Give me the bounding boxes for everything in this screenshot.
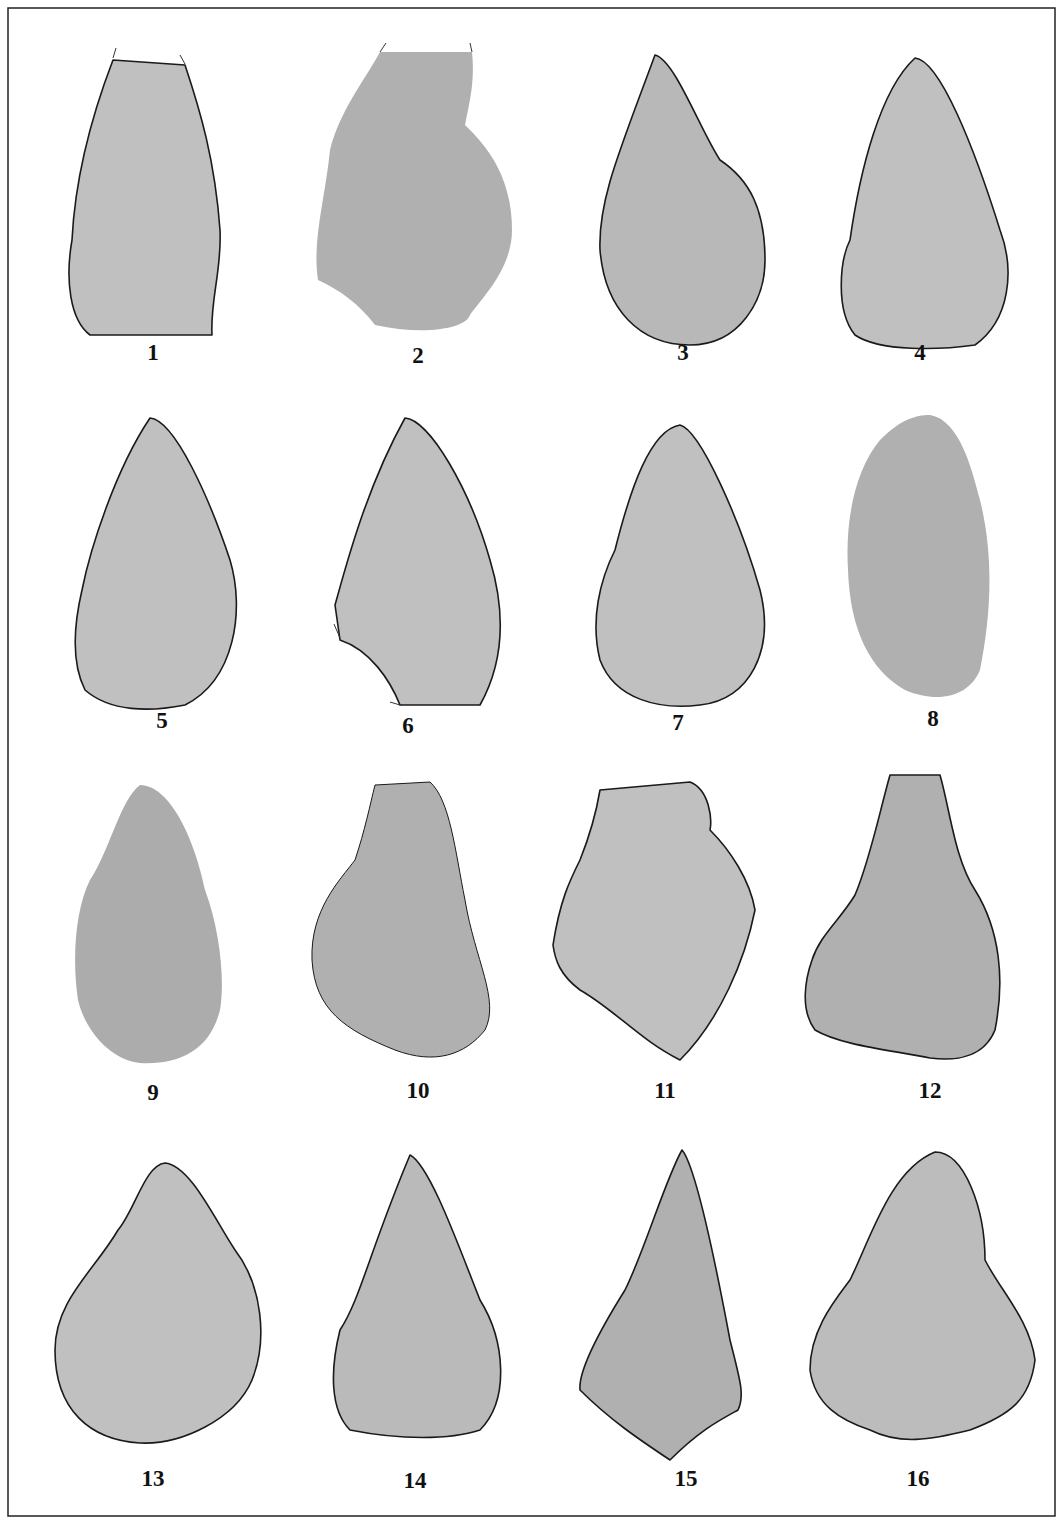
figure-number: 11 [654, 1079, 676, 1102]
handaxe-outline [312, 782, 490, 1057]
handaxe-outline [841, 58, 1008, 349]
handaxe-outline [596, 425, 764, 706]
figure-number: 10 [407, 1079, 430, 1102]
figure-number: 16 [907, 1467, 930, 1490]
break-mark [113, 43, 472, 705]
figure-number: 2 [412, 344, 424, 367]
figure-number: 14 [404, 1469, 427, 1492]
handaxe-outline [600, 55, 765, 345]
handaxe-outline [69, 60, 220, 335]
figure-number: 6 [402, 714, 414, 737]
frame [8, 8, 1055, 1516]
figure-number: 1 [147, 341, 159, 364]
figure-number: 5 [156, 709, 168, 732]
figure-number: 7 [672, 711, 684, 734]
figure-number: 9 [147, 1081, 159, 1104]
handaxe-outline [805, 775, 1000, 1059]
handaxe-outline [75, 418, 236, 709]
handaxe-outline [580, 1150, 741, 1460]
figure-number: 13 [142, 1467, 165, 1490]
figure-number: 12 [919, 1079, 942, 1102]
handaxe-outline [847, 415, 989, 697]
handaxe-outline [75, 785, 222, 1063]
handaxe-outline [55, 1163, 261, 1443]
handaxe-outline [810, 1152, 1035, 1439]
handaxe-outline [335, 418, 500, 705]
figure-number: 8 [927, 707, 939, 730]
figure-number: 15 [675, 1467, 698, 1490]
handaxe-outline [316, 52, 512, 330]
handaxe-outline [553, 782, 755, 1060]
figure-number: 3 [677, 341, 689, 364]
figure-number: 4 [914, 341, 926, 364]
handaxe-outline [333, 1155, 500, 1438]
